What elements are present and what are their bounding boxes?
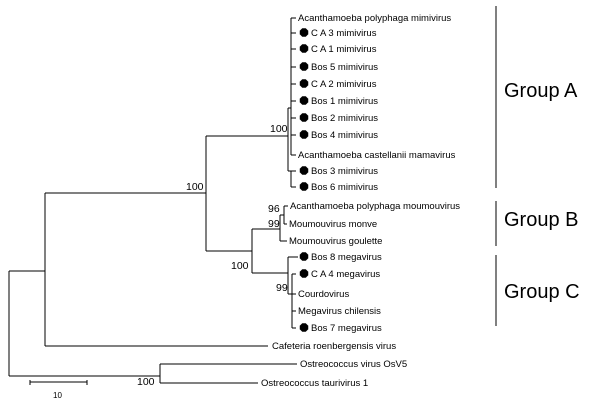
sample-marker-icon <box>299 166 309 175</box>
taxon-label: Bos 5 mimivirus <box>311 62 378 73</box>
taxon-label: Acanthamoeba castellanii mamavirus <box>298 150 456 161</box>
taxon-label: Megavirus chilensis <box>298 306 381 317</box>
taxon-label: Bos 2 mimivirus <box>311 113 378 124</box>
taxon-label: Bos 3 mimivirus <box>311 166 378 177</box>
sample-marker-icon <box>299 182 309 191</box>
sample-marker-icon <box>299 323 309 332</box>
taxon-label: Bos 7 megavirus <box>311 323 382 334</box>
sample-marker-icon <box>299 252 309 261</box>
support-value: 96 <box>268 203 280 215</box>
group-c-label: Group C <box>504 281 580 303</box>
group-a-label: Group A <box>504 80 578 102</box>
taxon-label: Bos 6 mimivirus <box>311 182 378 193</box>
group-brackets: Group A Group B Group C <box>495 6 580 326</box>
sample-marker-icon <box>299 96 309 105</box>
taxon-label: Acanthamoeba polyphaga mimivirus <box>298 13 451 24</box>
sample-marker-icon <box>299 269 309 278</box>
taxon-label: Cafeteria roenbergensis virus <box>272 341 396 352</box>
scale-bar-label: 10 <box>53 391 62 400</box>
support-value: 100 <box>137 376 155 388</box>
sample-markers <box>299 28 309 332</box>
support-value: 100 <box>231 260 249 272</box>
support-value: 99 <box>276 282 288 294</box>
sample-marker-icon <box>299 130 309 139</box>
support-value: 100 <box>270 123 288 135</box>
taxon-label: Ostreococcus virus OsV5 <box>300 359 407 370</box>
scale-bar: 10 <box>29 380 88 400</box>
taxon-label: Ostreococcus taurivirus 1 <box>261 378 368 389</box>
taxon-label: Bos 4 mimivirus <box>311 130 378 141</box>
taxon-label: C A 2 mimivirus <box>311 79 377 90</box>
taxon-label: Bos 1 mimivirus <box>311 96 378 107</box>
support-value: 99 <box>268 218 280 230</box>
taxon-label: Acanthamoeba polyphaga moumouvirus <box>290 201 460 212</box>
taxon-label: Moumouvirus monve <box>289 219 377 230</box>
support-value: 100 <box>186 181 204 193</box>
taxon-label: C A 1 mimivirus <box>311 44 377 55</box>
sample-marker-icon <box>299 113 309 122</box>
sample-marker-icon <box>299 28 309 37</box>
taxon-label: C A 3 mimivirus <box>311 28 377 39</box>
sample-marker-icon <box>299 62 309 71</box>
support-values: 100 100 96 99 100 99 100 <box>137 123 288 388</box>
taxon-label: Moumouvirus goulette <box>289 236 382 247</box>
sample-marker-icon <box>299 44 309 53</box>
sample-marker-icon <box>299 79 309 88</box>
tree-branches <box>8 17 298 384</box>
taxon-label: Courdovirus <box>298 289 349 300</box>
taxon-label: C A 4 megavirus <box>311 269 380 280</box>
taxon-labels: Acanthamoeba polyphaga mimivirus C A 3 m… <box>261 13 460 389</box>
group-b-label: Group B <box>504 209 578 231</box>
taxon-label: Bos 8 megavirus <box>311 252 382 263</box>
